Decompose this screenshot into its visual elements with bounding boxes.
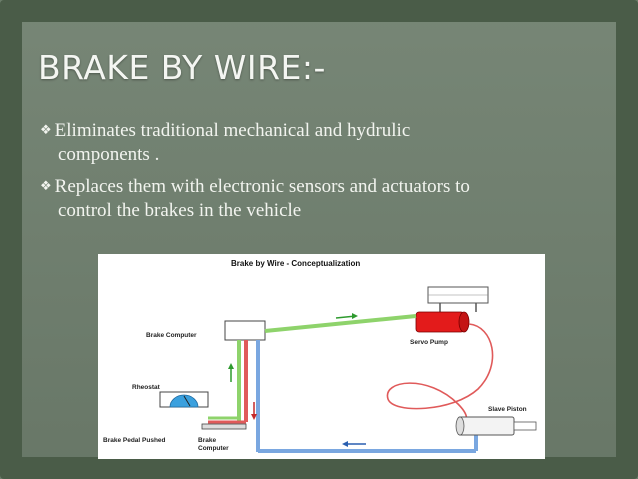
- servo-pump-label: Servo Pump: [410, 339, 448, 346]
- bullet-item-1: ❖Eliminates traditional mechanical and h…: [40, 118, 610, 167]
- up-arrow-head: [228, 363, 234, 369]
- brake-computer-bottom-label-2: Computer: [198, 445, 229, 452]
- brake-by-wire-diagram: Brake by Wire - Conceptualization Servo …: [98, 254, 545, 459]
- brake-pedal-label: Brake Pedal Pushed: [103, 437, 166, 444]
- red-hydraulic-hose: [386, 323, 494, 427]
- slide-title: BRAKE BY WIRE:-: [38, 48, 326, 87]
- down-arrow-head: [251, 414, 257, 420]
- brake-computer-bottom-label-1: Brake: [198, 437, 216, 444]
- diamond-cluster-icon: ❖: [40, 178, 52, 193]
- diamond-cluster-icon: ❖: [40, 122, 52, 137]
- bullet-1-line-2: components .: [58, 144, 160, 165]
- bullet-item-2: ❖Replaces them with electronic sensors a…: [40, 174, 610, 223]
- rheostat-label: Rheostat: [132, 384, 161, 391]
- slave-piston-end: [455, 416, 465, 436]
- brake-pedal: [201, 423, 247, 430]
- green-signal-line: [264, 314, 417, 333]
- brake-computer-label: Brake Computer: [146, 332, 197, 339]
- green-arrow-head: [352, 313, 358, 319]
- bullet-1-line-1: Eliminates traditional mechanical and hy…: [54, 120, 411, 141]
- slave-piston-rod: [513, 421, 537, 431]
- rheostat-dome: [169, 394, 199, 408]
- slave-piston: [457, 416, 515, 436]
- servo-pump-end: [458, 311, 470, 333]
- bullet-2-line-1: Replaces them with electronic sensors an…: [54, 176, 470, 197]
- bullet-2-line-2: control the brakes in the vehicle: [58, 200, 302, 221]
- slave-piston-label: Slave Piston: [488, 406, 527, 413]
- brake-computer-box: [224, 320, 266, 341]
- rheostat-wiper: [183, 395, 191, 407]
- blue-arrow-head: [342, 441, 348, 447]
- diagram-canvas: Brake by Wire - Conceptualization Servo …: [103, 259, 537, 453]
- servo-pump: [415, 311, 465, 333]
- diagram-title: Brake by Wire - Conceptualization: [231, 259, 360, 268]
